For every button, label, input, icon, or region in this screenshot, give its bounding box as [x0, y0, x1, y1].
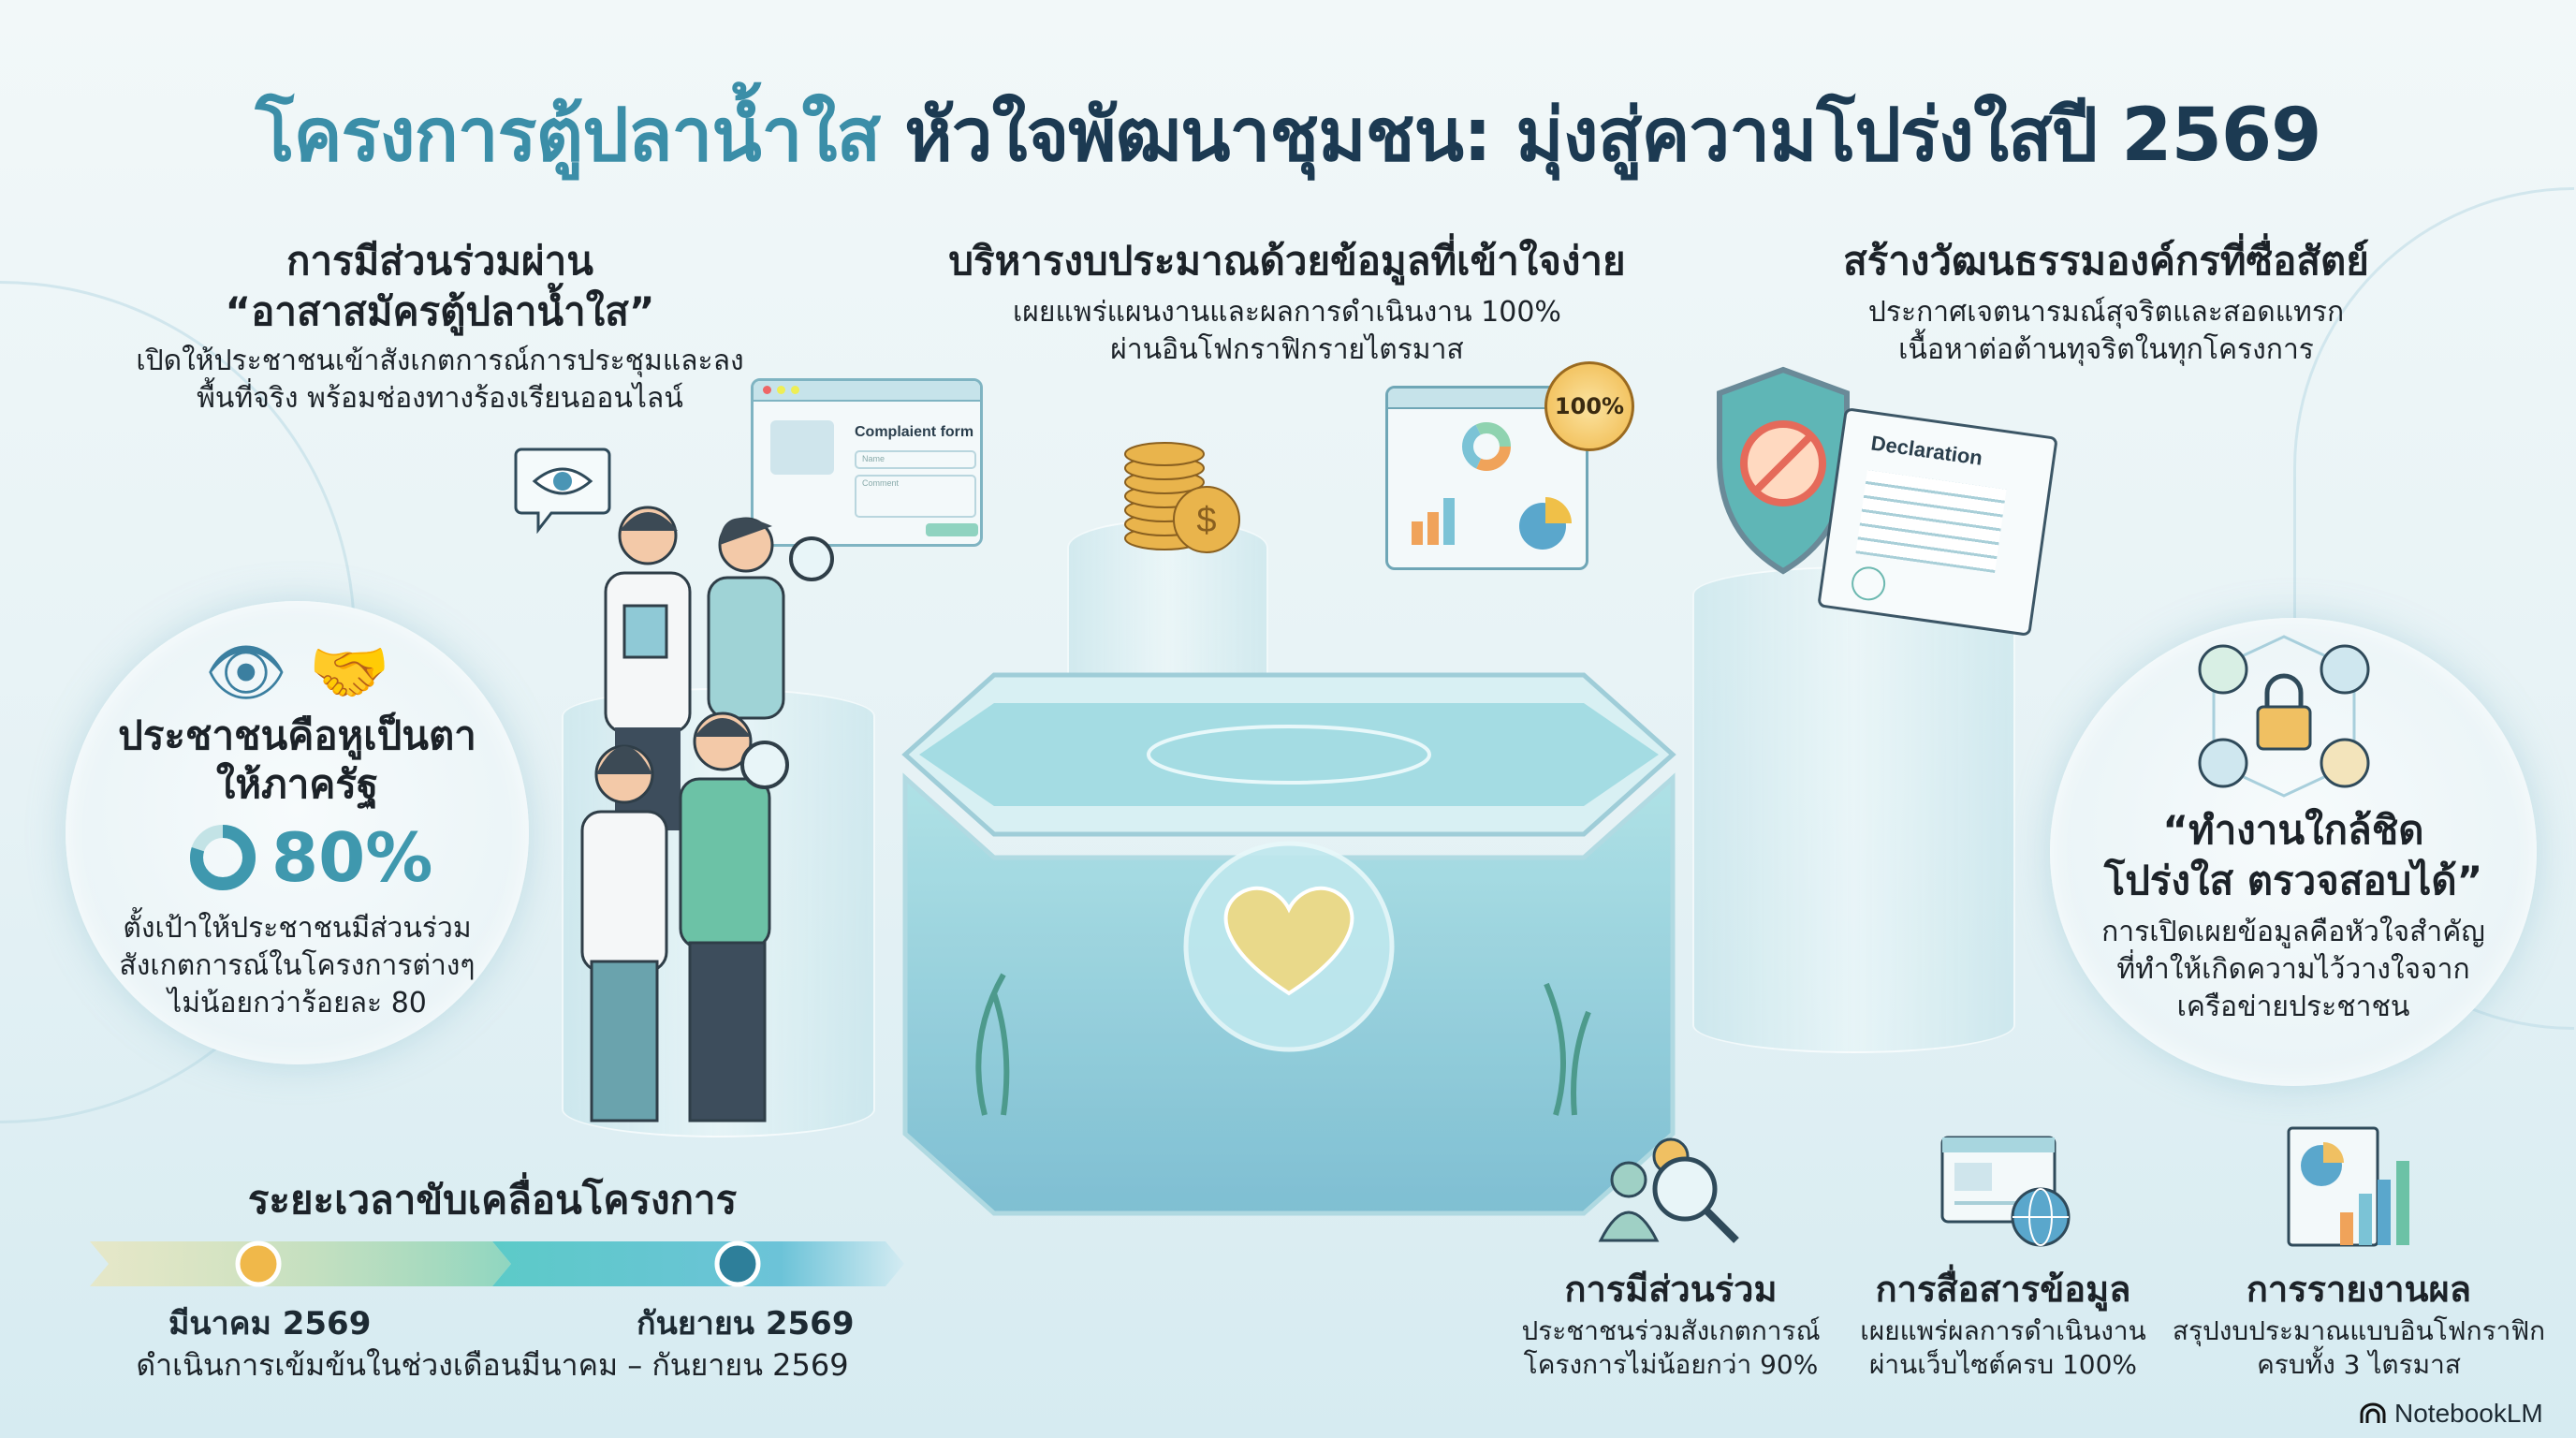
participation-target: 80%: [187, 818, 432, 897]
kpi-reporting: การรายงานผล สรุปงบประมาณแบบอินโฟกราฟิก ค…: [2167, 1264, 2551, 1382]
middle-desc: เผยแพร่แผนงานและผลการดำเนินงาน 100%: [1013, 296, 1561, 329]
declaration-title: Declaration: [1869, 431, 1984, 470]
donut-progress-icon: [190, 825, 256, 890]
transparent-fish-tank: [901, 672, 1676, 1216]
left-heading: การมีส่วนร่วมผ่าน: [286, 238, 593, 284]
avatar-placeholder-icon: [770, 420, 834, 475]
kpi-title: การมีส่วนร่วม: [1564, 1269, 1778, 1310]
timeline-end-marker: [714, 1240, 761, 1287]
timeline-desc: ดำเนินการเข้มข้นในช่วงเดือนมีนาคม – กันย…: [136, 1347, 849, 1383]
branding-label: NotebookLM: [2394, 1399, 2543, 1428]
page-title: โครงการตู้ปลาน้ำใส หัวใจพัฒนาชุมชน: มุ่ง…: [0, 77, 2576, 193]
report-icon: [2287, 1126, 2409, 1247]
middle-heading: บริหารงบประมาณด้วยข้อมูลที่เข้าใจง่าย: [948, 238, 1626, 284]
left-heading-quote: “อาสาสมัครตู้ปลาน้ำใส”: [225, 288, 655, 334]
title-highlight: โครงการตู้ปลาน้ำใส: [255, 94, 882, 178]
right-heading: สร้างวัฒนธรรมองค์กรที่ซื่อสัตย์: [1843, 238, 2369, 284]
citizen-volunteers-illustration: [580, 506, 834, 1123]
transparency-desc: เครือข่ายประชาชน: [2176, 990, 2410, 1023]
form-name-field: Name: [855, 450, 976, 469]
handshake-icon: 🤝: [308, 634, 390, 711]
anti-corruption-shield-icon: [1717, 366, 1850, 575]
coins-icon: $: [1124, 442, 1240, 553]
kpi-communication: การสื่อสารข้อมูล เผยแพร่ผลการดำเนินงาน ผ…: [1835, 1264, 2172, 1382]
form-submit-button: [926, 523, 978, 536]
title-main: หัวใจพัฒนาชุมชน: มุ่งสู่ความโปร่งใสปี 25…: [904, 94, 2321, 178]
left-desc: พื้นที่จริง พร้อมช่องทางร้องเรียนออนไลน์: [197, 382, 683, 415]
left-section: การมีส่วนร่วมผ่าน “อาสาสมัครตู้ปลาน้ำใส”…: [112, 236, 768, 418]
participation-icon: [1598, 1137, 1739, 1243]
kpi-desc: โครงการไม่น้อยกว่า 90%: [1523, 1349, 1819, 1380]
notebooklm-logo-icon: [2360, 1402, 2386, 1423]
dashboard-illustration: [1385, 386, 1588, 570]
kpi-desc: เผยแพร่ผลการดำเนินงาน: [1860, 1315, 2146, 1346]
timeline-end-label: กันยายน 2569: [637, 1305, 855, 1343]
badge-label: 100%: [1554, 393, 1625, 419]
achievement-badge: 100%: [1544, 361, 1634, 451]
timeline-start-label: มีนาคม 2569: [168, 1305, 372, 1343]
kpi-desc: ผ่านเว็บไซต์ครบ 100%: [1868, 1349, 2138, 1380]
eye-icon: 👁: [204, 634, 288, 711]
transparency-card: “ทำงานใกล้ชิด โปร่งใส ตรวจสอบได้” การเปิ…: [2050, 618, 2537, 1086]
transparency-heading: “ทำงานใกล้ชิด: [2162, 807, 2424, 853]
kpi-desc: ครบทั้ง 3 ไตรมาส: [2257, 1349, 2461, 1380]
middle-section: บริหารงบประมาณด้วยข้อมูลที่เข้าใจง่าย เผ…: [913, 236, 1661, 369]
eye-speech-bubble-icon: [514, 448, 611, 534]
citizen-heading: ประชาชนคือหูเป็นตา: [118, 712, 476, 758]
timeline-start-marker: [235, 1240, 282, 1287]
notebooklm-branding: NotebookLM: [2359, 1399, 2543, 1429]
kpi-desc: ประชาชนร่วมสังเกตการณ์: [1521, 1315, 1821, 1346]
timeline-bar: [90, 1240, 904, 1287]
citizen-desc: สังเกตการณ์ในโครงการต่างๆ: [119, 949, 476, 982]
citizen-desc: ตั้งเป้าให้ประชาชนมีส่วนร่วม: [123, 912, 472, 945]
secure-network-icon: [2198, 635, 2370, 798]
participation-percent: 80%: [271, 818, 433, 897]
form-comment-field: Comment: [855, 475, 976, 518]
seal-icon: [1849, 565, 1888, 603]
transparency-heading: โปร่งใส ตรวจสอบได้”: [2103, 858, 2483, 903]
right-desc: เนื้อหาต่อต้านทุจริตในทุกโครงการ: [1898, 333, 2314, 366]
declaration-document: Declaration: [1817, 407, 2058, 637]
kpi-title: การสื่อสารข้อมูล: [1875, 1269, 2131, 1310]
chart-icons: [1412, 422, 1572, 550]
heart-icon: [1223, 886, 1354, 996]
right-section: สร้างวัฒนธรรมองค์กรที่ซื่อสัตย์ ประกาศเจ…: [1778, 236, 2434, 369]
communication-icon: [1940, 1136, 2071, 1247]
donut-progress-arc: [190, 825, 256, 890]
right-desc: ประกาศเจตนารมณ์สุจริตและสอดแทรก: [1867, 296, 2345, 329]
form-title: Complaient form: [855, 424, 974, 440]
citizen-desc: ไม่น้อยกว่าร้อยละ 80: [168, 987, 427, 1020]
citizen-watch-card: 👁 🤝 ประชาชนคือหูเป็นตา ให้ภาครัฐ 80% ตั้…: [66, 601, 529, 1064]
lock-icon: [2256, 705, 2312, 751]
transparency-desc: ที่ทำให้เกิดความไว้วางใจจาก: [2116, 953, 2470, 986]
timeline-heading: ระยะเวลาขับเคลื่อนโครงการ: [247, 1177, 738, 1223]
svg-text:$: $: [1196, 501, 1216, 540]
right-pedestal: [1692, 566, 2015, 1053]
kpi-title: การรายงานผล: [2246, 1269, 2472, 1310]
complaint-form-illustration: Complaient form Name Comment: [751, 378, 983, 547]
kpi-participation: การมีส่วนร่วม ประชาชนร่วมสังเกตการณ์ โคร…: [1502, 1264, 1839, 1382]
document-lines: [1855, 470, 2007, 574]
left-desc: เปิดให้ประชาชนเข้าสังเกตการณ์การประชุมแล…: [136, 345, 744, 377]
citizen-heading: ให้ภาครัฐ: [215, 761, 379, 807]
transparency-desc: การเปิดเผยข้อมูลคือหัวใจสำคัญ: [2101, 916, 2485, 948]
kpi-desc: สรุปงบประมาณแบบอินโฟกราฟิก: [2172, 1315, 2546, 1346]
middle-desc: ผ่านอินโฟกราฟิกรายไตรมาส: [1110, 333, 1464, 366]
